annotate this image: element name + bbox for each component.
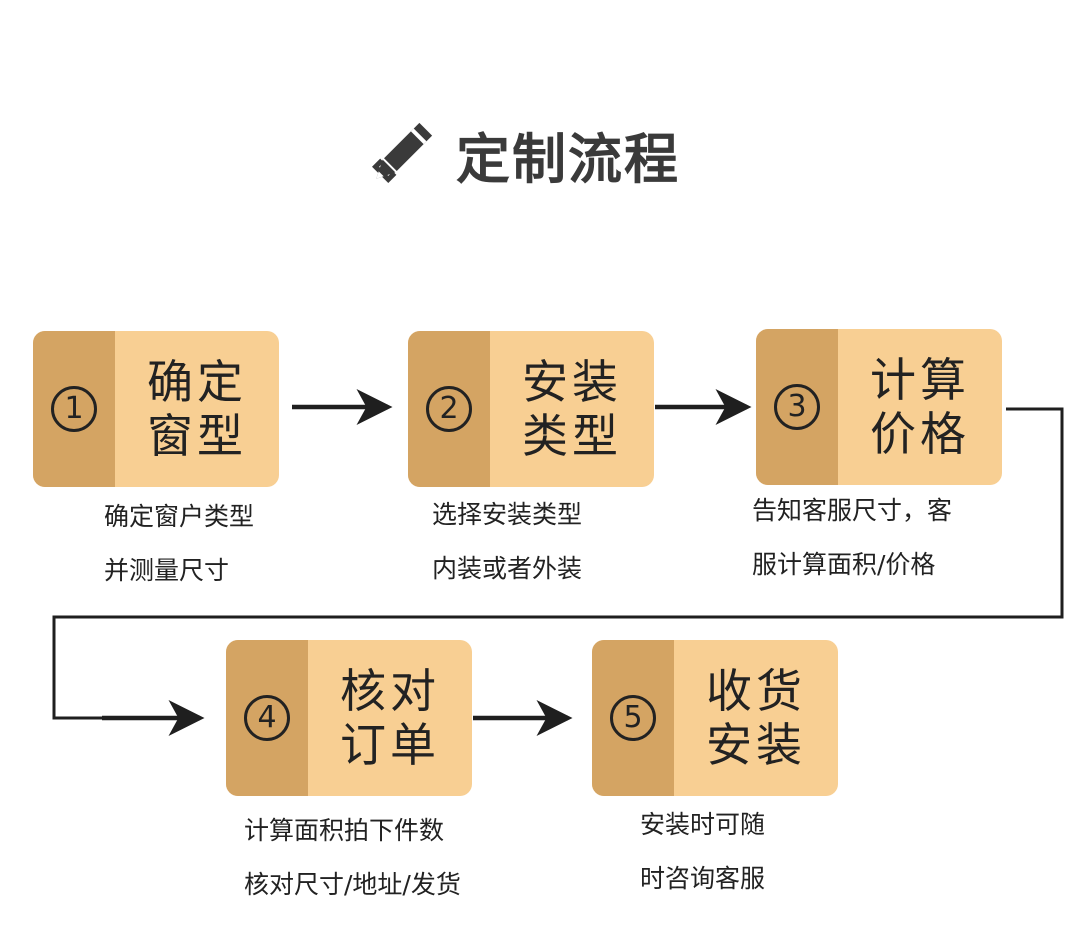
step-title: 计算 价格 — [838, 329, 1002, 485]
step-description-5: 安装时可随 时咨询客服 — [640, 798, 765, 906]
step-number: 1 — [51, 386, 97, 432]
step-title-line1: 安装 — [522, 355, 622, 409]
step-description-2: 选择安装类型 内装或者外装 — [432, 488, 582, 596]
step-card-4: 4 核对 订单 — [226, 640, 472, 796]
step-title-line2: 窗型 — [147, 409, 247, 463]
step-title-line1: 收货 — [706, 664, 806, 718]
step-card-5: 5 收货 安装 — [592, 640, 838, 796]
desc-line1: 安装时可随 — [640, 810, 766, 839]
step-number-panel: 3 — [756, 329, 838, 485]
desc-line2: 核对尺寸/地址/发货 — [244, 870, 461, 899]
step-card-3: 3 计算 价格 — [756, 329, 1002, 485]
step-description-1: 确定窗户类型 并测量尺寸 — [104, 490, 254, 598]
step-number-panel: 2 — [408, 331, 490, 487]
step-number: 3 — [774, 384, 820, 430]
step-title-line1: 确定 — [147, 355, 247, 409]
step-title-line2: 订单 — [340, 718, 440, 772]
desc-line2: 服计算面积/价格 — [752, 550, 936, 579]
title-text: 定制流程 — [456, 127, 680, 191]
step-title-line2: 类型 — [522, 409, 622, 463]
step-title-line1: 核对 — [340, 664, 440, 718]
pencil-ruler-icon — [372, 118, 437, 183]
step-description-3: 告知客服尺寸，客 服计算面积/价格 — [752, 484, 952, 592]
step-number: 5 — [610, 695, 656, 741]
desc-line1: 确定窗户类型 — [104, 502, 255, 531]
step-number: 2 — [426, 386, 472, 432]
page-title: 定制流程 — [360, 112, 680, 196]
desc-line2: 并测量尺寸 — [104, 556, 230, 585]
step-title: 收货 安装 — [674, 640, 838, 796]
step-title-line2: 安装 — [706, 718, 806, 772]
desc-line1: 计算面积拍下件数 — [244, 816, 445, 845]
desc-line1: 告知客服尺寸，客 — [752, 496, 953, 525]
step-card-2: 2 安装 类型 — [408, 331, 654, 487]
desc-line2: 时咨询客服 — [640, 864, 766, 893]
step-title-line1: 计算 — [870, 353, 970, 407]
step-number-panel: 5 — [592, 640, 674, 796]
step-title: 安装 类型 — [490, 331, 654, 487]
step-card-1: 1 确定 窗型 — [33, 331, 279, 487]
step-number-panel: 1 — [33, 331, 115, 487]
step-title: 确定 窗型 — [115, 331, 279, 487]
desc-line2: 内装或者外装 — [432, 554, 583, 583]
desc-line1: 选择安装类型 — [432, 500, 583, 529]
step-description-4: 计算面积拍下件数 核对尺寸/地址/发货 — [244, 804, 461, 912]
step-number-panel: 4 — [226, 640, 308, 796]
step-title-line2: 价格 — [870, 407, 970, 461]
step-number: 4 — [244, 695, 290, 741]
connector-3-4 — [52, 407, 1064, 720]
step-title: 核对 订单 — [308, 640, 472, 796]
